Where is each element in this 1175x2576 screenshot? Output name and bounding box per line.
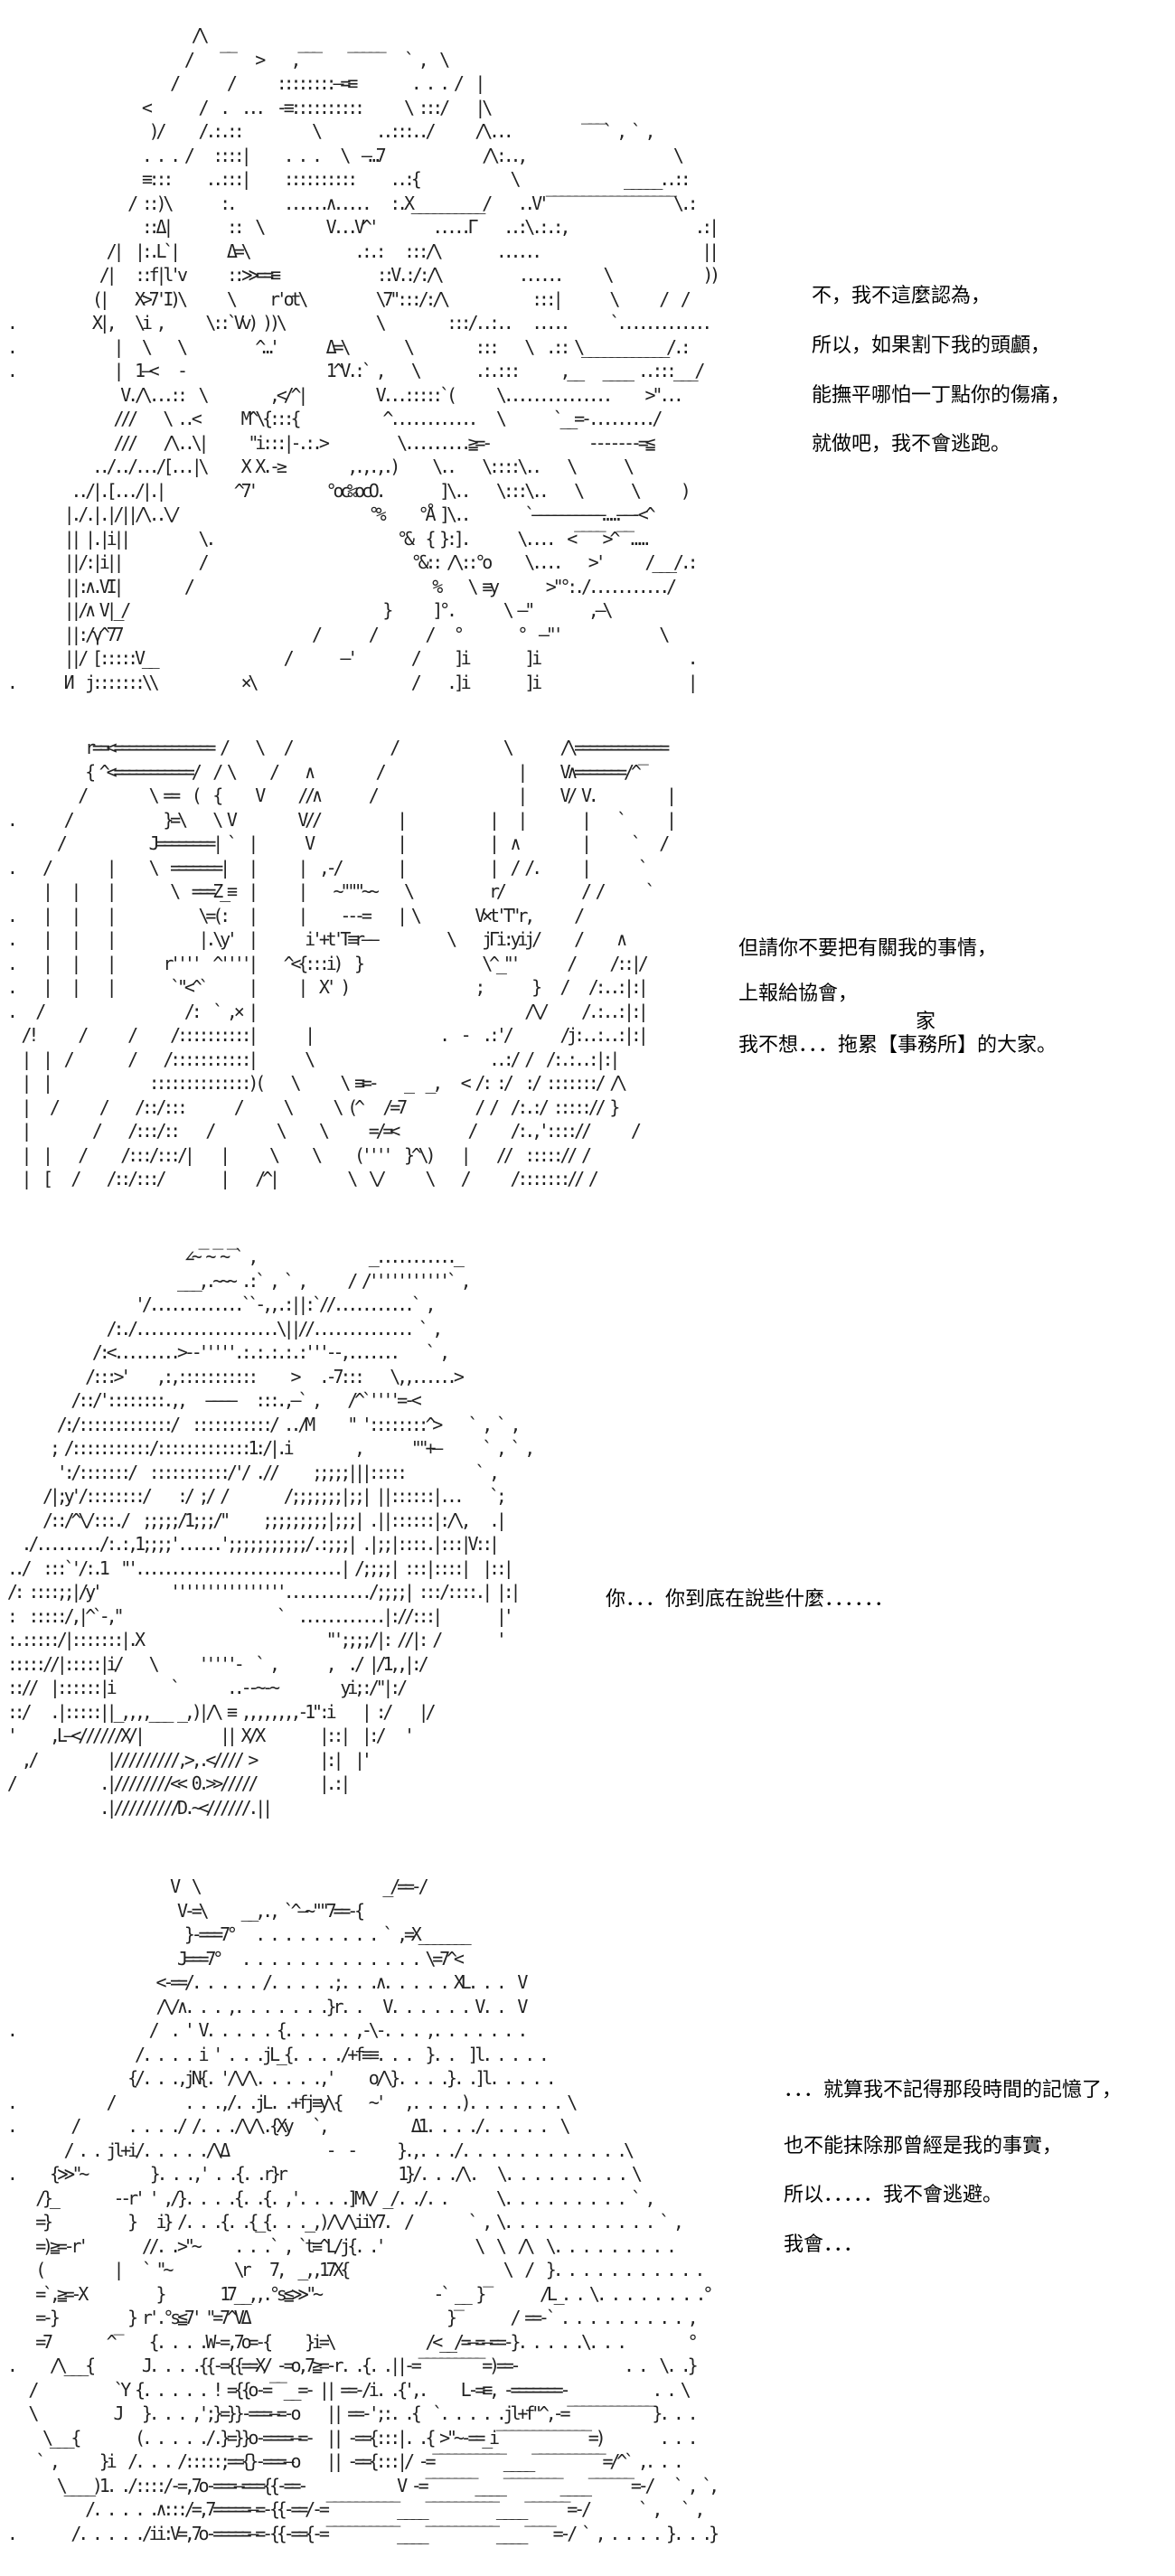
dialogue-line: 我會．．． — [784, 2233, 864, 2256]
dialogue-line: ．．．就算我不記得那段時間的記憶了， — [784, 2079, 1123, 2101]
dialogue-line: 所以．．．．．我不會逃避。 — [784, 2184, 1003, 2206]
ruby-annotation: 家 — [916, 1011, 936, 1033]
dialogue-line: 所以，如果割下我的頭顱， — [812, 334, 1051, 357]
dialogue-line: 就做吧，我不會逃跑。 — [812, 433, 1011, 456]
dialogue-line: 不，我不這麼認為， — [812, 285, 992, 307]
dialogue-line: 但請你不要把有關我的事情， — [738, 937, 998, 960]
ascii-art: /\ / ‾‾ > ,‾‾‾ ‾‾‾‾‾ ` , \ / / ::::::::—… — [6, 24, 720, 693]
dialogue-line: 你．．．你到底在說些什麼．．．．．． — [606, 1588, 895, 1611]
ascii-art: ∠~‾~‾~‾` , _..........._ ___,.~~~ .:` , … — [6, 1246, 535, 1819]
ascii-art: r==<============== / \ / / \ /\=========… — [6, 737, 677, 1189]
dialogue-line: 上報給協會， — [738, 982, 859, 1005]
ascii-art: V \ _/==-/ V-=\ __,., `^—~""7==-{ }-===7… — [6, 1876, 719, 2544]
dialogue-line: 能撫平哪怕一丁點你的傷痛， — [812, 384, 1071, 407]
dialogue-line: 我不想．．．拖累【事務所】的大家。 — [738, 1034, 1058, 1057]
dialogue-line: 也不能抹除那曾經是我的事實， — [784, 2135, 1063, 2158]
